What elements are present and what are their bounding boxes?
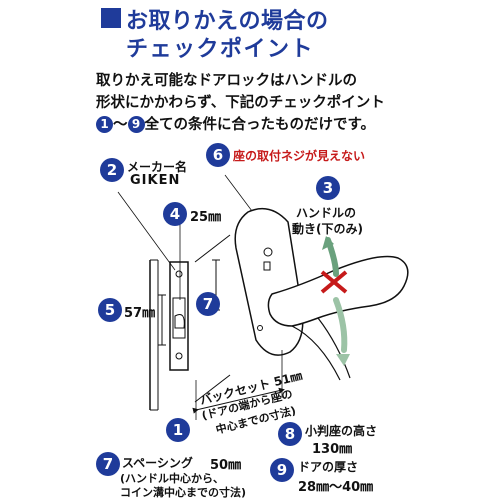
handle-movement-arrow xyxy=(322,236,350,366)
number-badge-end: 9 xyxy=(127,116,145,133)
spacing-value: 50㎜ xyxy=(210,458,242,473)
door-edge xyxy=(149,259,159,411)
point-1-badge: 1 xyxy=(166,418,190,442)
point-5-badge: 5 xyxy=(98,298,122,322)
point-9-badge: 9 xyxy=(270,458,294,482)
point-7-badge: 7 xyxy=(96,452,120,476)
door-lock-diagram: 2 メーカー名 GIKEN 6 座の取付ネジが見えない 3 ハンドルの 動き(下… xyxy=(0,140,500,500)
header: お取りかえの場合の チェックポイント xyxy=(0,0,500,62)
point-6-badge: 6 xyxy=(206,143,230,167)
handle-movement-label-a: ハンドルの xyxy=(296,206,357,220)
diagram-drawing xyxy=(117,174,409,420)
dimension-25mm: 25㎜ xyxy=(190,210,222,225)
maker-name-label: メーカー名 xyxy=(127,160,188,174)
intro-text: 取りかえ可能なドアロックはハンドルの 形状にかかわらず、下記のチェックポイント … xyxy=(96,70,492,136)
point-3-badge: 3 xyxy=(316,176,340,200)
plate-height-label: 小判座の高さ xyxy=(305,424,378,438)
handle-movement-label-b: 動き(下のみ) xyxy=(292,222,363,236)
door-thickness-value: 28㎜～40㎜ xyxy=(298,480,374,495)
plate-height-value: 130㎜ xyxy=(312,442,353,457)
spacing-note-a: (ハンドル中心から、 xyxy=(120,472,225,485)
point-4-badge: 4 xyxy=(163,202,187,226)
latch-faceplate xyxy=(169,261,189,371)
tilde: ～ xyxy=(113,117,128,133)
screws-hidden-label: 座の取付ネジが見えない xyxy=(233,149,366,163)
intro-line-2: 形状にかかわらず、下記のチェックポイント xyxy=(96,95,385,111)
point-8-badge: 8 xyxy=(278,422,302,446)
number-badge-start: 1 xyxy=(96,116,113,133)
lever-handle xyxy=(267,255,409,381)
title-line-2: チェックポイント xyxy=(126,37,315,62)
intro-line-3-text: 全ての条件に合ったものだけです。 xyxy=(144,117,376,133)
no-upward-movement-mark xyxy=(320,270,348,294)
point-7-badge-diagram: 7 xyxy=(196,292,220,316)
square-bullet-icon xyxy=(101,8,121,28)
maker-name-value: GIKEN xyxy=(130,173,181,188)
point-2-badge: 2 xyxy=(100,158,124,182)
spacing-note-b: コイン溝中心までの寸法) xyxy=(120,486,247,499)
intro-line-1: 取りかえ可能なドアロックはハンドルの xyxy=(96,73,357,89)
dimension-57mm: 57㎜ xyxy=(124,306,156,321)
spacing-label: スペーシング xyxy=(122,456,193,470)
door-thickness-label: ドアの厚さ xyxy=(298,460,359,474)
title-line-1: お取りかえの場合の xyxy=(126,9,329,34)
